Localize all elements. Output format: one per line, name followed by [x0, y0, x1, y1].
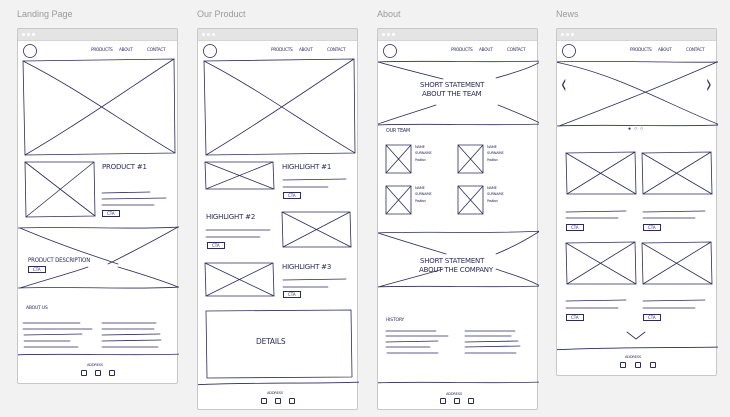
highlight-2-title: HIGHLIGHT #2 — [206, 212, 256, 222]
member-position: Position — [487, 198, 498, 204]
pager-dot-active[interactable]: ● — [628, 126, 632, 132]
member-name: NAME — [415, 185, 425, 191]
sketch-lines — [557, 44, 718, 351]
team-statement-line-1: SHORT STATEMENT — [420, 80, 485, 90]
news-1-cta-button[interactable]: CTA — [566, 224, 584, 231]
highlight-1-title: HIGHLIGHT #1 — [282, 162, 332, 172]
logo-circle-icon — [203, 44, 217, 58]
team-statement-line-2: ABOUT THE TEAM — [422, 89, 482, 99]
footer-address: ADDRESS — [446, 391, 462, 397]
page-label-news: News — [556, 9, 579, 19]
nav-link-products[interactable]: PRODUCTS — [451, 46, 473, 53]
window-dot-icon — [561, 33, 564, 36]
facebook-icon[interactable] — [261, 398, 267, 404]
news-4-cta-button[interactable]: CTA — [643, 314, 661, 321]
page-label-about: About — [377, 9, 401, 19]
member-name: NAME — [415, 144, 425, 150]
news-2-cta-button[interactable]: CTA — [643, 224, 661, 231]
pager-dot[interactable]: ○ — [634, 126, 638, 132]
footer-address: ADDRESS — [625, 354, 641, 360]
facebook-icon[interactable] — [440, 398, 446, 404]
member-surname: SURNAME — [415, 191, 432, 197]
member-surname: SURNAME — [415, 150, 432, 156]
member-name: NAME — [487, 144, 497, 150]
window-dot-icon — [212, 33, 215, 36]
details-title: DETAILS — [256, 336, 286, 347]
window-dot-icon — [32, 33, 35, 36]
wireframe-news: PRODUCTS ABOUT CONTACT ‹ › ● ○ ○ CTA CTA… — [556, 28, 718, 376]
instagram-icon[interactable] — [95, 370, 101, 376]
member-name: NAME — [487, 185, 497, 191]
carousel-prev-icon[interactable]: ‹ — [561, 69, 567, 101]
history-title: HISTORY — [386, 317, 405, 324]
logo-circle-icon — [383, 44, 397, 58]
wireframe-landing-page: PRODUCTS ABOUT CONTACT PRODUCT #1 CTA PR… — [17, 28, 179, 384]
wireframe-our-product: PRODUCTS ABOUT CONTACT HIGHLIGHT #1 CTA … — [197, 28, 359, 410]
member-position: Position — [415, 157, 426, 163]
facebook-icon[interactable] — [81, 370, 87, 376]
nav-link-contact[interactable]: CONTACT — [147, 46, 166, 53]
member-surname: SURNAME — [487, 191, 504, 197]
window-dot-icon — [22, 33, 25, 36]
member-position: Position — [487, 157, 498, 163]
chevron-down-icon — [626, 331, 646, 340]
browser-chrome — [557, 29, 716, 41]
window-dot-icon — [382, 33, 385, 36]
nav-link-about[interactable]: ABOUT — [479, 46, 493, 53]
company-statement-line-1: SHORT STATEMENT — [420, 256, 485, 266]
browser-chrome — [18, 29, 177, 41]
facebook-icon[interactable] — [620, 362, 626, 368]
nav-link-about[interactable]: ABOUT — [299, 46, 313, 53]
window-dot-icon — [392, 33, 395, 36]
product-description-title: PRODUCT DESCRIPTION — [28, 257, 91, 265]
footer-address: ADDRESS — [87, 362, 103, 368]
about-us-title: ABOUT US — [26, 305, 48, 312]
window-dot-icon — [566, 33, 569, 36]
nav-link-contact[interactable]: CONTACT — [507, 46, 526, 53]
window-dot-icon — [202, 33, 205, 36]
highlight-3-cta-button[interactable]: CTA — [283, 291, 301, 298]
nav-link-contact[interactable]: CONTACT — [327, 46, 346, 53]
browser-chrome — [378, 29, 537, 41]
our-team-title: OUR TEAM — [386, 128, 410, 135]
news-3-cta-button[interactable]: CTA — [566, 314, 584, 321]
twitter-icon[interactable] — [289, 398, 295, 404]
highlight-2-cta-button[interactable]: CTA — [207, 242, 225, 249]
page-label-landing: Landing Page — [17, 9, 73, 19]
logo-circle-icon — [23, 44, 37, 58]
company-statement-line-2: ABOUT THE COMPANY — [419, 265, 493, 275]
pager-dot[interactable]: ○ — [640, 126, 644, 132]
product-title: PRODUCT #1 — [102, 162, 147, 172]
window-dot-icon — [571, 33, 574, 36]
nav-link-about[interactable]: ABOUT — [658, 46, 672, 53]
wireframe-about: PRODUCTS ABOUT CONTACT SHORT STATEMENT A… — [377, 28, 539, 410]
instagram-icon[interactable] — [635, 362, 641, 368]
logo-circle-icon — [562, 44, 576, 58]
window-dot-icon — [207, 33, 210, 36]
instagram-icon[interactable] — [275, 398, 281, 404]
member-surname: SURNAME — [487, 150, 504, 156]
nav-link-products[interactable]: PRODUCTS — [630, 46, 652, 53]
window-dot-icon — [387, 33, 390, 36]
nav-link-contact[interactable]: CONTACT — [686, 46, 705, 53]
carousel-next-icon[interactable]: › — [706, 69, 712, 101]
nav-link-about[interactable]: ABOUT — [119, 46, 133, 53]
window-dot-icon — [27, 33, 30, 36]
twitter-icon[interactable] — [468, 398, 474, 404]
member-position: Position — [415, 198, 426, 204]
nav-link-products[interactable]: PRODUCTS — [271, 46, 293, 53]
product-cta-button[interactable]: CTA — [102, 210, 120, 217]
sketch-lines — [18, 44, 179, 356]
twitter-icon[interactable] — [650, 362, 656, 368]
page-label-product: Our Product — [197, 9, 246, 19]
description-cta-button[interactable]: CTA — [28, 266, 46, 273]
highlight-3-title: HIGHLIGHT #3 — [282, 262, 332, 272]
nav-link-products[interactable]: PRODUCTS — [91, 46, 113, 53]
footer-address: ADDRESS — [267, 390, 283, 396]
browser-chrome — [198, 29, 357, 41]
highlight-1-cta-button[interactable]: CTA — [283, 192, 301, 199]
twitter-icon[interactable] — [109, 370, 115, 376]
instagram-icon[interactable] — [454, 398, 460, 404]
